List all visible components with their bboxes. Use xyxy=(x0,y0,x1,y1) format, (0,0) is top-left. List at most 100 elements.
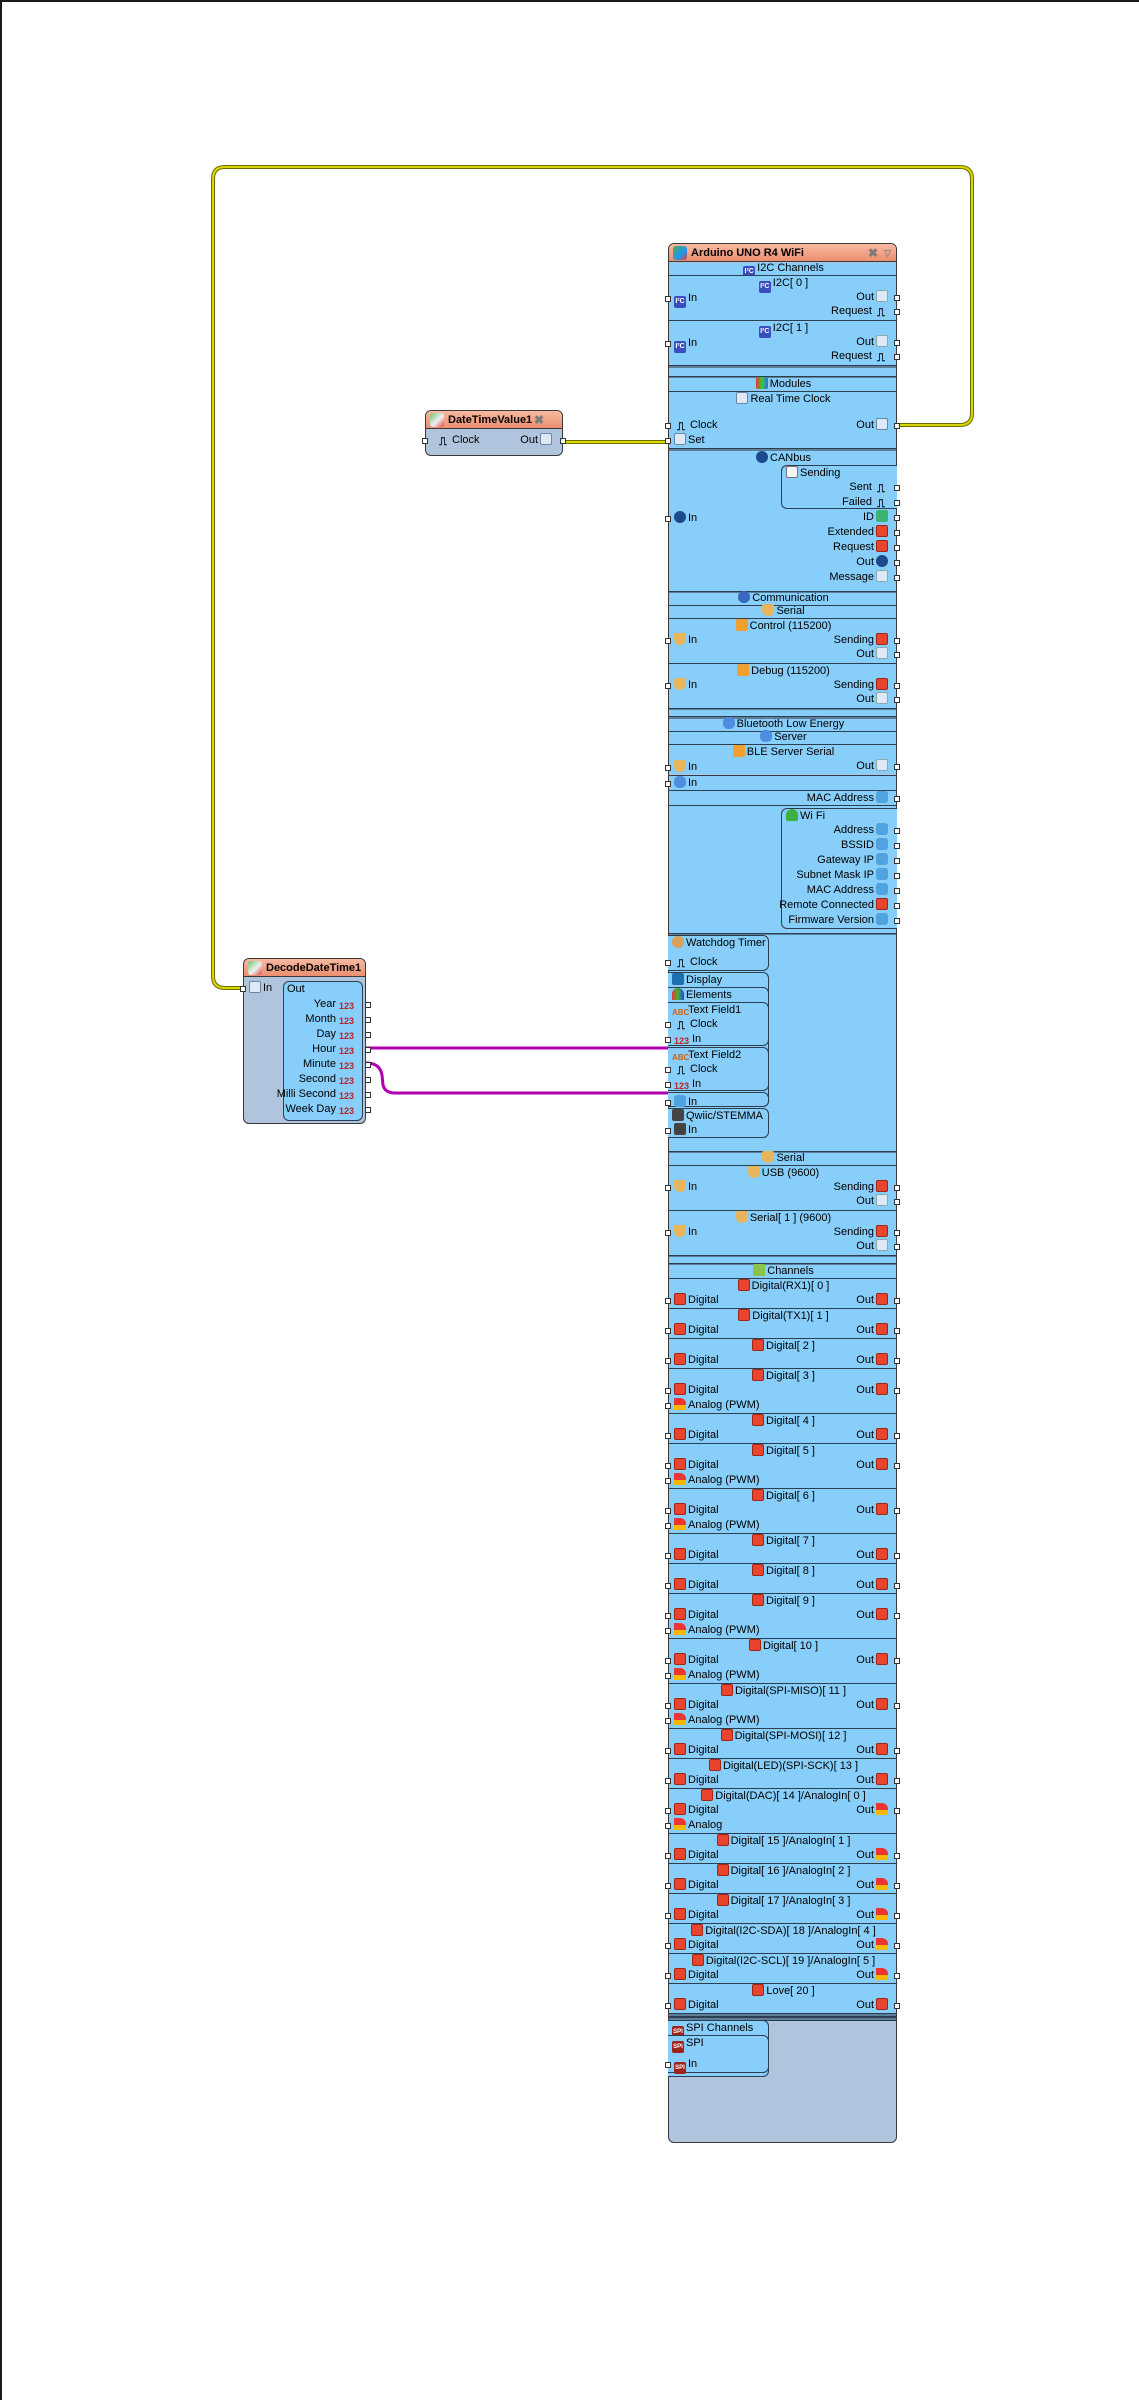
node-title-bar[interactable]: DecodeDateTime1 xyxy=(244,959,365,977)
channel-3-out-pin[interactable] xyxy=(894,1388,900,1394)
channel-1-digital-pin[interactable] xyxy=(665,1328,671,1334)
channel-19-digital-pin[interactable] xyxy=(665,1973,671,1979)
channel-10-out-pin[interactable] xyxy=(894,1658,900,1664)
node-title-bar[interactable]: DateTimeValue1 ✖ xyxy=(426,411,562,429)
channel-20-out-pin[interactable] xyxy=(894,2003,900,2009)
can-message-pin[interactable] xyxy=(894,575,900,581)
channel-2-digital-pin[interactable] xyxy=(665,1358,671,1364)
serial-0-out-pin[interactable] xyxy=(894,652,900,658)
i2c-0-out-pin[interactable] xyxy=(894,295,900,301)
output-pin-year[interactable] xyxy=(365,1002,371,1008)
text-field-2-clock-pin[interactable] xyxy=(665,1067,671,1073)
qwiic-in-pin[interactable] xyxy=(665,1128,671,1134)
channel-2-out-pin[interactable] xyxy=(894,1358,900,1364)
output-pin-month[interactable] xyxy=(365,1017,371,1023)
serial-port-1-out-pin[interactable] xyxy=(894,1244,900,1250)
channel-4-digital-pin[interactable] xyxy=(665,1433,671,1439)
channel-12-out-pin[interactable] xyxy=(894,1748,900,1754)
ble-serial-in-pin[interactable] xyxy=(665,765,671,771)
can-failed-pin[interactable] xyxy=(894,500,900,506)
serial-port-0-sending-pin[interactable] xyxy=(894,1185,900,1191)
output-pin-minute[interactable] xyxy=(365,1062,371,1068)
channel-1-out-pin[interactable] xyxy=(894,1328,900,1334)
ble-serial-out-pin[interactable] xyxy=(894,764,900,770)
output-pin-milli-second[interactable] xyxy=(365,1092,371,1098)
out-output-pin[interactable] xyxy=(560,438,566,444)
channel-19-out-pin[interactable] xyxy=(894,1973,900,1979)
wifi-mac-address-pin[interactable] xyxy=(894,888,900,894)
node-title-bar[interactable]: Arduino UNO R4 WiFi ✖ ▽ xyxy=(669,244,896,262)
output-pin-day[interactable] xyxy=(365,1032,371,1038)
channel-9-analog-pwm--pin[interactable] xyxy=(665,1628,671,1634)
channel-16-out-pin[interactable] xyxy=(894,1883,900,1889)
serial-1-out-pin[interactable] xyxy=(894,697,900,703)
serial-port-1-in-pin[interactable] xyxy=(665,1230,671,1236)
channel-13-digital-pin[interactable] xyxy=(665,1778,671,1784)
i2c-0-request-pin[interactable] xyxy=(894,309,900,315)
i2c-1-out-pin[interactable] xyxy=(894,340,900,346)
wifi-bssid-pin[interactable] xyxy=(894,843,900,849)
channel-6-digital-pin[interactable] xyxy=(665,1508,671,1514)
text-field-1-clock-pin[interactable] xyxy=(665,1022,671,1028)
watchdog-clock-pin[interactable] xyxy=(665,960,671,966)
channel-4-out-pin[interactable] xyxy=(894,1433,900,1439)
ble-server-in-pin[interactable] xyxy=(665,781,671,787)
can-extended-pin[interactable] xyxy=(894,530,900,536)
channel-8-digital-pin[interactable] xyxy=(665,1583,671,1589)
channel-15-out-pin[interactable] xyxy=(894,1853,900,1859)
text-field-1-in-pin[interactable] xyxy=(665,1037,671,1043)
i2c-1-in-pin[interactable] xyxy=(665,341,671,347)
tools-icon[interactable]: ✖ xyxy=(867,246,878,260)
channel-18-out-pin[interactable] xyxy=(894,1943,900,1949)
output-pin-second[interactable] xyxy=(365,1077,371,1083)
wifi-firmware-version-pin[interactable] xyxy=(894,918,900,924)
channel-5-digital-pin[interactable] xyxy=(665,1463,671,1469)
tools-icon[interactable]: ✖ xyxy=(533,413,544,427)
i2c-0-in-pin[interactable] xyxy=(665,296,671,302)
serial-0-in-pin[interactable] xyxy=(665,638,671,644)
channel-10-digital-pin[interactable] xyxy=(665,1658,671,1664)
can-sent-pin[interactable] xyxy=(894,485,900,491)
i2c-1-request-pin[interactable] xyxy=(894,354,900,360)
can-id-pin[interactable] xyxy=(894,515,900,521)
channel-0-digital-pin[interactable] xyxy=(665,1298,671,1304)
can-out-pin[interactable] xyxy=(894,560,900,566)
output-pin-week-day[interactable] xyxy=(365,1107,371,1113)
channel-13-out-pin[interactable] xyxy=(894,1778,900,1784)
channel-8-out-pin[interactable] xyxy=(894,1583,900,1589)
serial-port-0-out-pin[interactable] xyxy=(894,1199,900,1205)
wifi-remote-connected-pin[interactable] xyxy=(894,903,900,909)
clock-input-pin[interactable] xyxy=(422,438,428,444)
channel-6-out-pin[interactable] xyxy=(894,1508,900,1514)
channel-9-out-pin[interactable] xyxy=(894,1613,900,1619)
text-field-2-in-pin[interactable] xyxy=(665,1082,671,1088)
channel-14-out-pin[interactable] xyxy=(894,1808,900,1814)
channel-3-analog-pwm--pin[interactable] xyxy=(665,1403,671,1409)
channel-11-digital-pin[interactable] xyxy=(665,1703,671,1709)
channel-7-digital-pin[interactable] xyxy=(665,1553,671,1559)
in-input-pin[interactable] xyxy=(240,986,246,992)
output-pin-hour[interactable] xyxy=(365,1047,371,1053)
channel-6-analog-pwm--pin[interactable] xyxy=(665,1523,671,1529)
display-text-in-pin[interactable] xyxy=(665,1100,671,1106)
channel-15-digital-pin[interactable] xyxy=(665,1853,671,1859)
serial-0-sending-pin[interactable] xyxy=(894,638,900,644)
mac-address-pin[interactable] xyxy=(894,796,900,802)
wifi-gateway-ip-pin[interactable] xyxy=(894,858,900,864)
serial-1-sending-pin[interactable] xyxy=(894,683,900,689)
channel-17-digital-pin[interactable] xyxy=(665,1913,671,1919)
channel-3-digital-pin[interactable] xyxy=(665,1388,671,1394)
spi-in-pin[interactable] xyxy=(665,2062,671,2068)
channel-0-out-pin[interactable] xyxy=(894,1298,900,1304)
rtc-set-pin[interactable] xyxy=(665,438,671,444)
rtc-clock-pin[interactable] xyxy=(665,423,671,429)
chevron-down-icon[interactable]: ▽ xyxy=(884,248,891,258)
serial-port-0-in-pin[interactable] xyxy=(665,1185,671,1191)
channel-18-digital-pin[interactable] xyxy=(665,1943,671,1949)
channel-17-out-pin[interactable] xyxy=(894,1913,900,1919)
channel-10-analog-pwm--pin[interactable] xyxy=(665,1673,671,1679)
channel-11-out-pin[interactable] xyxy=(894,1703,900,1709)
rtc-out-pin[interactable] xyxy=(894,423,900,429)
wifi-address-pin[interactable] xyxy=(894,828,900,834)
